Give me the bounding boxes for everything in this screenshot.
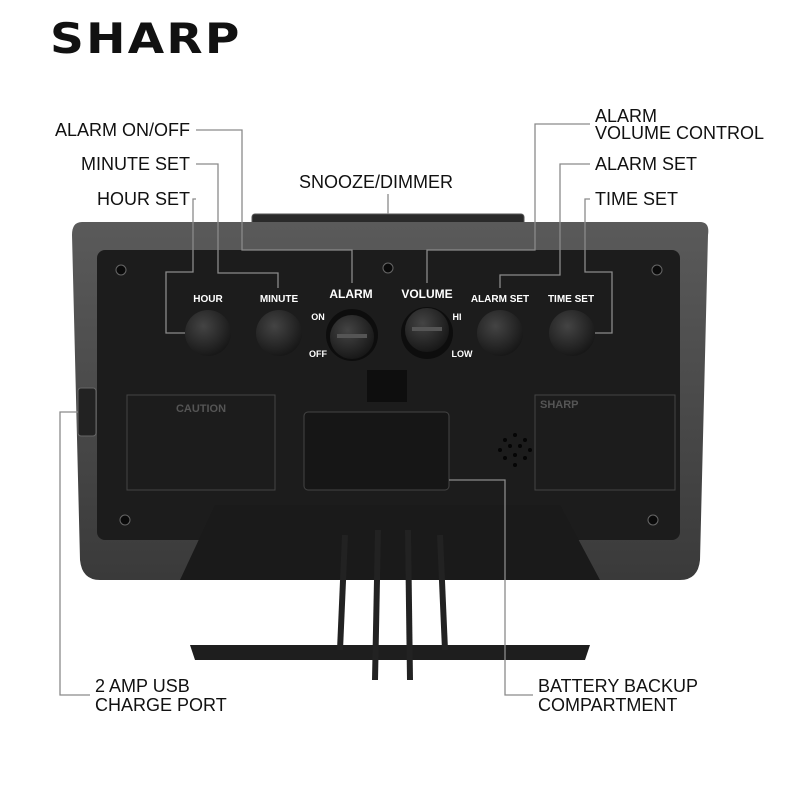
callout-minute-set: MINUTE SET: [80, 154, 190, 174]
alarm-switch: [326, 309, 378, 361]
sharp-logo: SHARP: [50, 14, 242, 63]
alarm-set-button: [477, 310, 523, 356]
callout-alarm-on-off: ALARM ON/OFF: [54, 120, 190, 140]
screw: [115, 264, 127, 276]
minute-button: [256, 310, 302, 356]
callout-hour-set: HOUR SET: [96, 189, 190, 209]
callout-alarm-volume-1: ALARM: [595, 106, 658, 126]
time-set-button: [549, 310, 595, 356]
alarm-label: ALARM: [329, 287, 372, 301]
minute-label: MINUTE: [260, 294, 299, 305]
screw: [651, 264, 663, 276]
alarm-set-line: [499, 163, 590, 288]
callout-usb-1: 2 AMP USB: [95, 676, 190, 696]
callout-alarm-volume-2: VOLUME CONTROL: [595, 123, 765, 143]
alarm-on-off-line: [196, 129, 353, 283]
time-set-label: TIME SET: [548, 294, 594, 305]
minute-set-line: [196, 163, 279, 288]
screw: [647, 514, 659, 526]
screw: [119, 514, 131, 526]
callout-lines: [59, 123, 613, 696]
caution-label: [126, 394, 276, 491]
volume-label: VOLUME: [401, 287, 452, 301]
callout-time-set: TIME SET: [595, 189, 679, 209]
battery-compartment: [303, 411, 450, 491]
stand-base: [190, 645, 590, 660]
battery-line: [449, 479, 533, 696]
battery-latch: [367, 370, 407, 402]
volume-line: [426, 123, 590, 283]
callout-snooze-dimmer: SNOOZE/DIMMER: [299, 172, 454, 192]
rating-label: [534, 394, 676, 491]
callout-battery-1: BATTERY BACKUP: [538, 676, 699, 696]
callout-battery-2: COMPARTMENT: [538, 695, 678, 715]
callout-usb-2: CHARGE PORT: [95, 695, 227, 715]
callout-alarm-set: ALARM SET: [595, 154, 698, 174]
usb-port: [77, 387, 97, 437]
time-set-line: [584, 198, 613, 334]
alarm-set-label: ALARM SET: [471, 294, 529, 305]
volume-knob: [401, 307, 453, 359]
speaker-grille: [498, 433, 532, 467]
off-label: OFF: [309, 349, 327, 359]
rating-logo: SHARP: [540, 399, 579, 411]
screw: [382, 262, 394, 274]
on-label: ON: [311, 312, 325, 322]
hour-button: [185, 310, 231, 356]
hour-set-line: [165, 198, 196, 334]
low-label: LOW: [452, 349, 473, 359]
hour-label: HOUR: [193, 294, 223, 305]
usb-line: [59, 411, 90, 696]
stand-panel: [180, 505, 600, 580]
hi-label: HI: [453, 312, 462, 322]
caution-text: CAUTION: [176, 403, 226, 415]
